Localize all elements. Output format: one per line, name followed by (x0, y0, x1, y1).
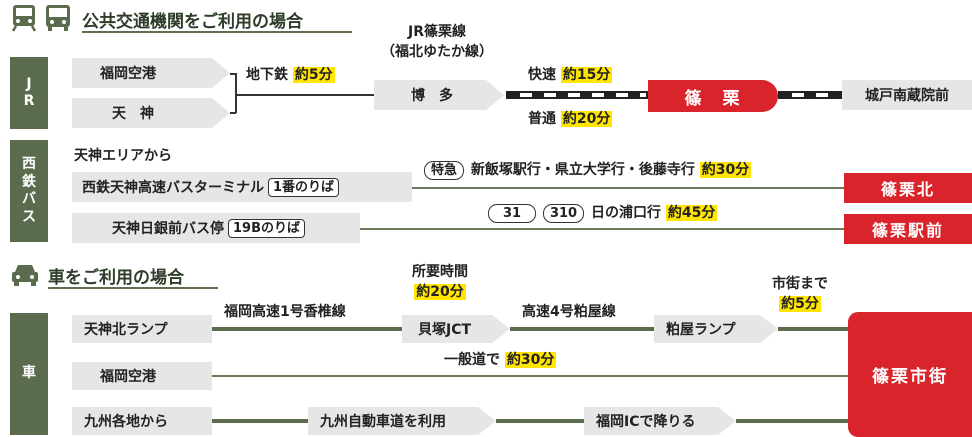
kaizuka-jct: 貝塚JCT (402, 315, 510, 343)
jr-bracket (235, 73, 237, 113)
expressway-1-label: 福岡高速1号香椎線 (224, 304, 346, 320)
sasaguri-town-destination: 篠栗市街 (848, 312, 972, 437)
expressway-4-line (510, 327, 654, 331)
bus-stop-tenjin-nichigin: 天神日銀前バス停 19Bのりば (72, 213, 360, 243)
jr-track-1 (506, 91, 648, 99)
header1-underline (82, 31, 352, 33)
kyushu-expressway: 九州自動車道を利用 (308, 407, 496, 435)
subway-label: 地下鉄 約5分 (246, 67, 335, 83)
tenjin-kita-ramp: 天神北ランプ (72, 315, 212, 343)
kyushu-line-2 (496, 419, 584, 423)
expressway-1-line (212, 327, 402, 331)
fukuoka-ic: 福岡ICで降りる (584, 407, 736, 435)
origin-fukuoka-airport: 福岡空港 (72, 58, 230, 88)
expressway-4-label: 高速4号粕屋線 (522, 304, 616, 320)
header2-underline (48, 287, 218, 289)
bus-route-line-2 (360, 228, 844, 230)
bus-stop-tenjin-terminal: 西鉄天神高速バスターミナル 1番のりば (72, 172, 412, 202)
to-town-label: 市街まで 約5分 (772, 276, 828, 312)
bus-icon (44, 4, 72, 32)
public-transport-title: 公共交通機関をご利用の場合 (82, 12, 303, 32)
total-time-label: 所要時間 約20分 (412, 264, 468, 300)
next-station: 城戸南蔵院前 (842, 80, 972, 110)
bus-route-1-label: 特急 新飯塚駅行・県立大学行・後藤寺行 約30分 (424, 159, 752, 180)
origin-fukuoka-airport-car: 福岡空港 (72, 362, 212, 390)
general-road-line (212, 375, 848, 377)
bus-route-2-label: 31 310 日の浦口行 約45分 (488, 202, 718, 223)
sasaguri-station: 篠 栗 (648, 80, 778, 112)
car-side-label: 車 (10, 313, 48, 435)
car-section-title: 車をご利用の場合 (48, 268, 184, 288)
bus-route-line-1 (412, 187, 844, 189)
origin-tenjin: 天 神 (72, 98, 230, 128)
car-icon (10, 262, 40, 288)
kyushu-line-1 (212, 419, 308, 423)
kasuya-ramp: 粕屋ランプ (654, 315, 778, 343)
general-road-label: 一般道で 約30分 (444, 349, 557, 369)
from-kyushu: 九州各地から (72, 407, 212, 435)
kyushu-line-3 (736, 419, 848, 423)
tenjin-area-label: 天神エリアから (74, 148, 172, 164)
hakata-station: 博 多 (374, 80, 504, 110)
train-icon (10, 4, 38, 32)
dest-sasaguri-ekimae: 篠栗駅前 (844, 214, 972, 244)
bus-side-label: 西 鉄 バ ス (10, 140, 48, 242)
dest-sasaguri-kita: 篠栗北 (844, 173, 972, 203)
jr-track-2 (778, 91, 842, 99)
to-town-line (778, 327, 848, 331)
jr-side-label: J R (10, 57, 48, 129)
local-label: 普通 約20分 (528, 111, 613, 127)
jr-line-name: JR篠栗線 （福北ゆたか線） (381, 24, 493, 60)
rapid-label: 快速 約15分 (528, 67, 613, 83)
